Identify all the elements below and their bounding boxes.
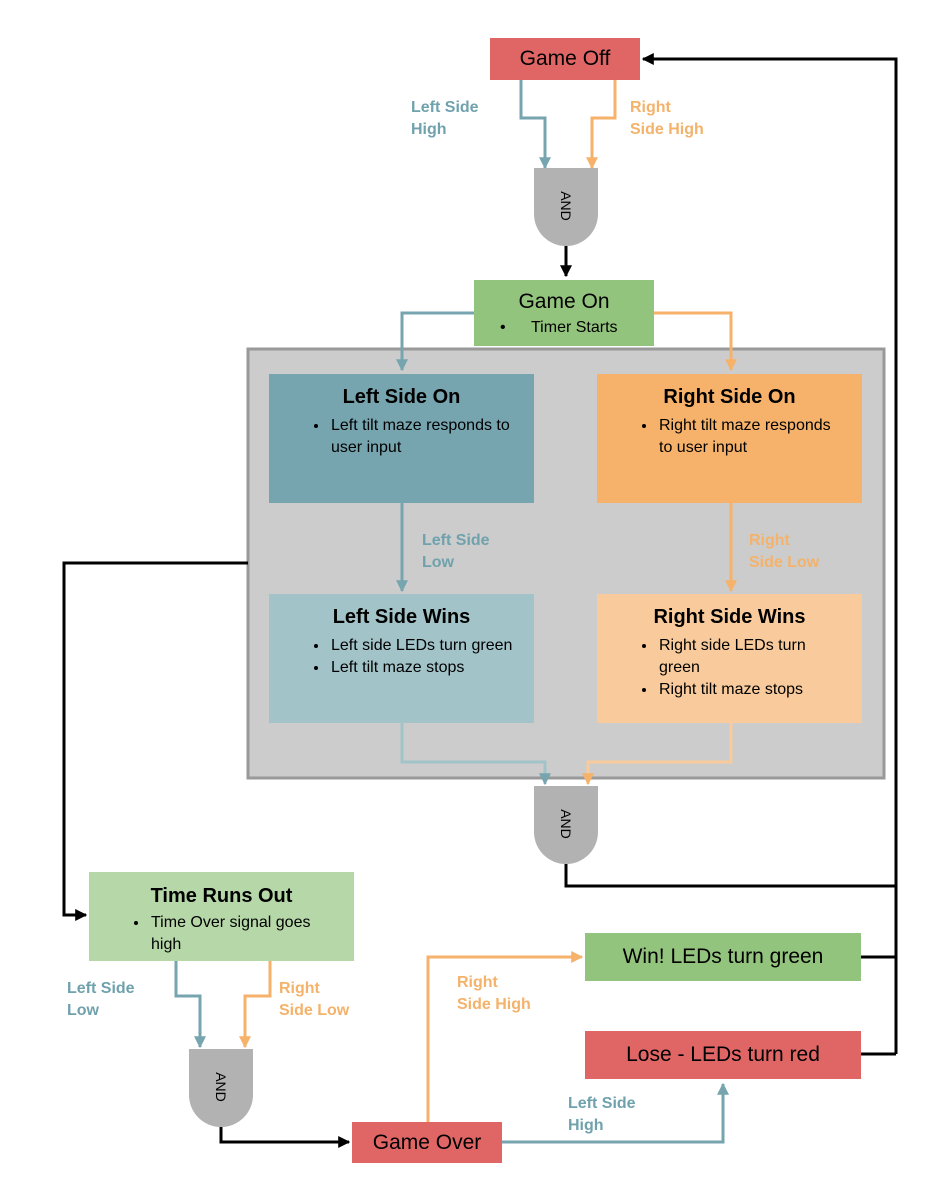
edge-label-line: Side Low [279,1002,350,1019]
edge-label-line: Side High [630,121,704,138]
edge-label-left-side-high-bottom: Left Side High [568,1093,636,1137]
left-side-wins-bullet-1: Left side LEDs turn green [329,635,520,657]
time-runs-out-bullet-1: Time Over signal goes high [149,912,340,956]
game-over-label: Game Over [372,1130,482,1154]
edge-label-left-side-low-bottom: Left Side Low [67,978,135,1022]
edge-label-line: High [411,121,447,138]
game-on-bullet: Timer Starts [531,319,618,336]
left-side-wins-title: Left Side Wins [332,606,471,628]
time-runs-out-node: Time Runs Out Time Over signal goes high [89,872,354,961]
wire-return-bus [641,53,898,1054]
and-gate-2-label: AND [558,809,574,839]
edge-label-line: Low [67,1002,99,1019]
edge-label-right-side-high-top: Right Side High [630,97,704,141]
and-gate-3-label: AND [213,1072,229,1102]
wire-game-on-left [396,311,474,372]
edge-label-line: Left Side [67,980,135,997]
edge-label-left-side-low-mid: Left Side Low [422,530,490,574]
time-runs-out-bullets: Time Over signal goes high [111,912,340,956]
lose-node: Lose - LEDs turn red [585,1031,861,1079]
edge-label-right-side-low-mid: Right Side Low [749,530,819,574]
edge-label-line: Right [457,974,498,991]
right-side-wins-title: Right Side Wins [653,606,806,628]
wire-timeout-left-low [174,961,206,1049]
wire-game-over-win [426,951,584,1122]
right-side-on-bullet-1: Right tilt maze responds to user input [657,415,848,459]
wire-timeout-right-low [239,961,272,1049]
wire-and2-return [564,864,896,888]
win-node: Win! LEDs turn green [585,933,861,981]
edge-label-left-side-high-top: Left Side High [411,97,479,141]
wire-timeout [62,561,248,921]
right-side-wins-bullet-1: Right side LEDs turn green [657,635,848,679]
wire-right-wins-and [582,723,733,786]
right-side-wins-node: Right Side Wins Right side LEDs turn gre… [597,594,862,723]
edge-label-line: Right [630,99,671,116]
edge-label-line: Left Side [422,532,490,549]
time-runs-out-title: Time Runs Out [150,885,293,907]
game-over-node: Game Over [352,1122,502,1163]
and-gate-2: AND [534,786,598,864]
and-gate-3: AND [189,1049,253,1127]
edge-label-line: Side High [457,996,531,1013]
right-side-on-bullets: Right tilt maze responds to user input [619,415,848,459]
edge-label-line: Left Side [568,1095,636,1112]
right-side-wins-bullet-2: Right tilt maze stops [657,679,848,701]
edge-label-line: Right [749,532,790,549]
edge-label-right-side-low-bottom: Right Side Low [279,978,349,1022]
edge-label-line: Low [422,554,454,571]
game-on-bullet-row: • Timer Starts [474,319,654,337]
win-label: Win! LEDs turn green [622,945,824,968]
edge-label-right-side-high-bottom: Right Side High [457,972,531,1016]
wire-and3-game-over [219,1127,351,1148]
and-gate-1: AND [534,168,598,246]
left-side-on-title: Left Side On [342,386,461,408]
right-side-on-node: Right Side On Right tilt maze responds t… [597,374,862,503]
and-gate-1-label: AND [558,191,574,221]
edge-label-line: Side Low [749,554,820,571]
left-side-on-node: Left Side On Left tilt maze responds to … [269,374,534,503]
left-side-wins-bullets: Left side LEDs turn green Left tilt maze… [291,635,520,679]
lose-label: Lose - LEDs turn red [626,1043,820,1066]
right-side-wins-bullets: Right side LEDs turn green Right tilt ma… [619,635,848,701]
bullet-icon: • [500,319,506,336]
left-side-wins-bullet-2: Left tilt maze stops [329,657,520,679]
wire-left-high-in [519,80,551,170]
wire-left-wins-and [400,723,551,786]
game-off-label: Game Off [519,47,611,70]
wire-right-high-in [586,80,617,170]
wire-game-on-right [654,311,737,372]
game-off-node: Game Off [490,38,640,80]
game-on-node: Game On • Timer Starts [474,280,654,346]
left-side-on-bullet-1: Left tilt maze responds to user input [329,415,520,459]
game-on-title: Game On [518,290,610,313]
edge-label-line: Left Side [411,99,479,116]
edge-label-line: Right [279,980,320,997]
right-side-on-title: Right Side On [663,386,796,408]
edge-label-line: High [568,1117,604,1134]
left-side-on-bullets: Left tilt maze responds to user input [291,415,520,459]
left-side-wins-node: Left Side Wins Left side LEDs turn green… [269,594,534,723]
wire-game-over-lose [502,1082,729,1144]
